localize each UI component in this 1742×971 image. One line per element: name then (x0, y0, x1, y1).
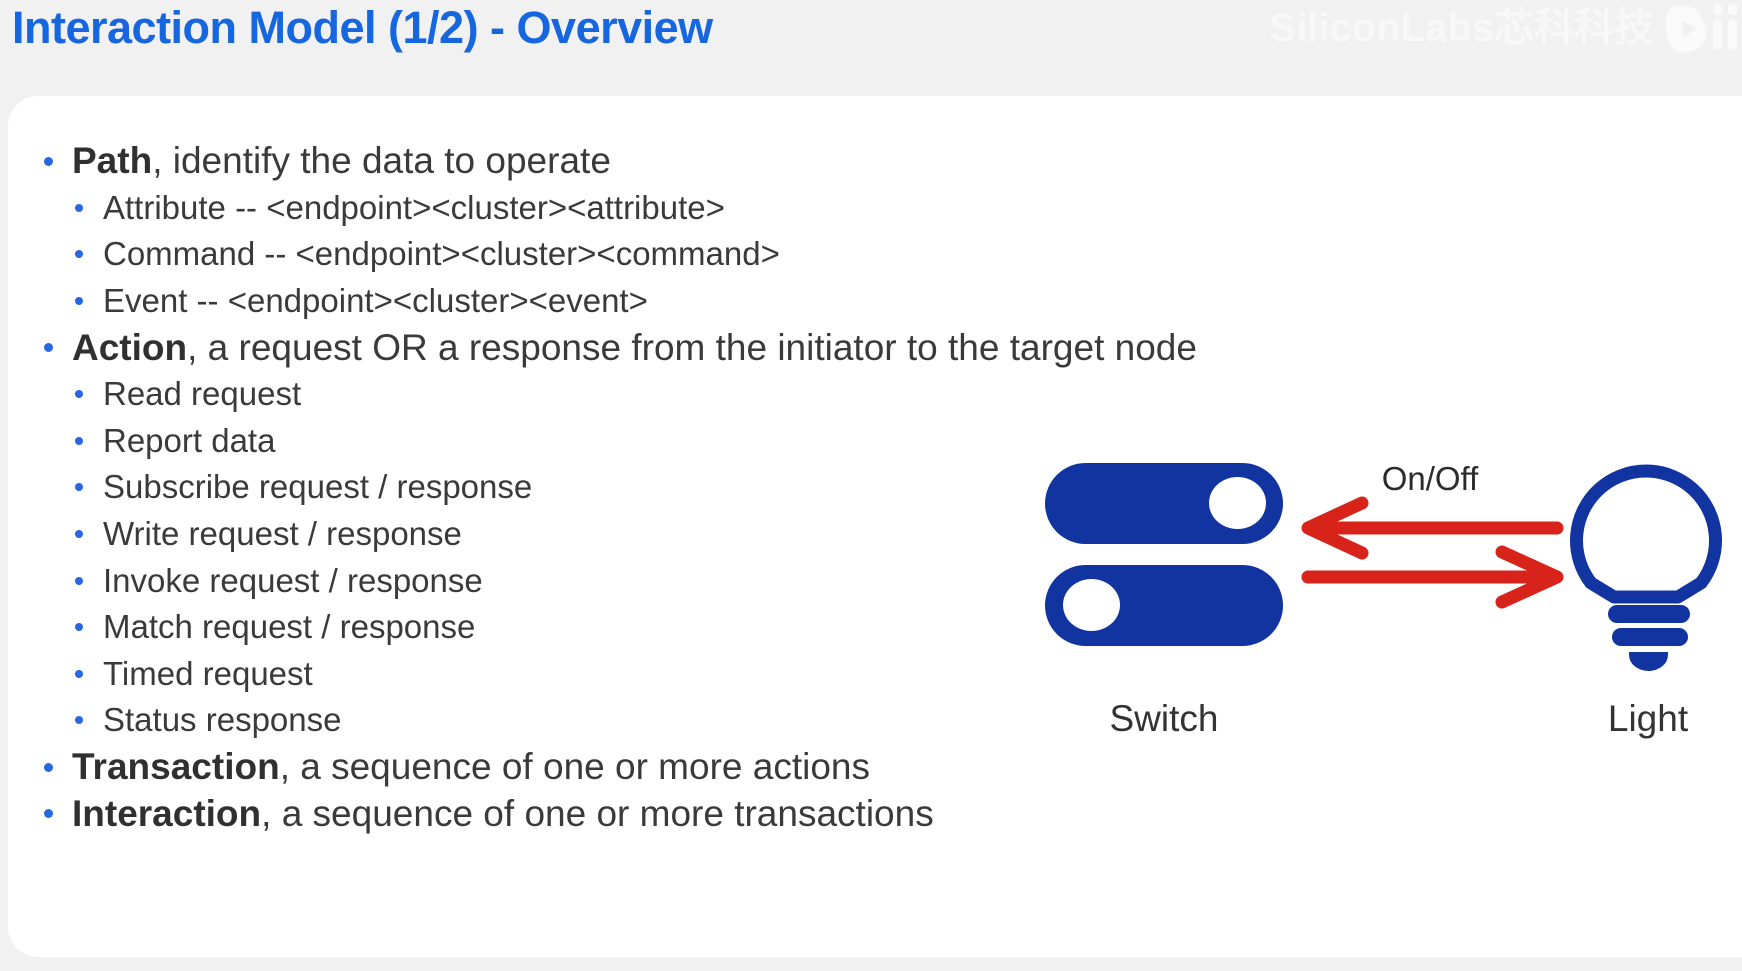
bullet-icon (75, 483, 83, 492)
list-item: Command -- <endpoint><cluster><command> (0, 231, 1040, 278)
page-title: Interaction Model (1/2) - Overview (12, 2, 713, 53)
bullet-icon (75, 669, 83, 678)
bullet-list: Path, identify the data to operate Attri… (0, 138, 1197, 837)
toggle-knob (1209, 477, 1266, 529)
siliconlabs-watermark: SiliconLabs芯科科技 (1269, 6, 1655, 50)
list-item: Interaction, a sequence of one or more t… (0, 790, 1040, 837)
list-item: Write request / response (0, 511, 1040, 558)
request-response-arrows-icon (1301, 496, 1564, 609)
list-item: Status response (0, 697, 1040, 744)
bullet-icon (75, 530, 83, 539)
list-item: Transaction, a sequence of one or more a… (0, 744, 1040, 791)
list-item: Subscribe request / response (0, 464, 1040, 511)
list-item: Invoke request / response (0, 557, 1040, 604)
list-item: Attribute -- <endpoint><cluster><attribu… (0, 185, 1040, 232)
bullet-icon (44, 762, 53, 772)
list-item: Path, identify the data to operate (0, 138, 1040, 185)
bullet-icon (75, 436, 83, 445)
onoff-label: On/Off (1381, 460, 1479, 497)
list-item: Report data (0, 418, 1040, 465)
list-item: Timed request (0, 651, 1040, 698)
list-item: Read request (0, 371, 1040, 418)
list-item: Match request / response (0, 604, 1040, 651)
bullet-icon (75, 390, 83, 399)
bullet-icon (75, 716, 83, 725)
bullet-icon (75, 250, 83, 259)
bilibili-watermark-icon (1665, 4, 1737, 53)
toggle-switch-off-icon (1045, 565, 1283, 646)
arrow-left-head (1301, 496, 1369, 560)
bullet-icon (44, 809, 53, 819)
light-label: Light (1607, 698, 1689, 739)
bullet-icon (75, 576, 83, 585)
light-bulb-icon (1570, 464, 1722, 671)
arrow-right-head (1495, 545, 1564, 609)
switch-label: Switch (1109, 698, 1219, 739)
bullet-icon (75, 203, 83, 212)
toggle-switch-on-icon (1045, 463, 1283, 544)
list-item: Action, a request OR a response from the… (0, 324, 1197, 371)
bullet-icon (44, 156, 53, 166)
bullet-icon (75, 623, 83, 632)
bullet-icon (75, 297, 83, 306)
bullet-icon (44, 343, 53, 353)
toggle-knob (1063, 579, 1120, 631)
list-item: Event -- <endpoint><cluster><event> (0, 278, 1040, 325)
